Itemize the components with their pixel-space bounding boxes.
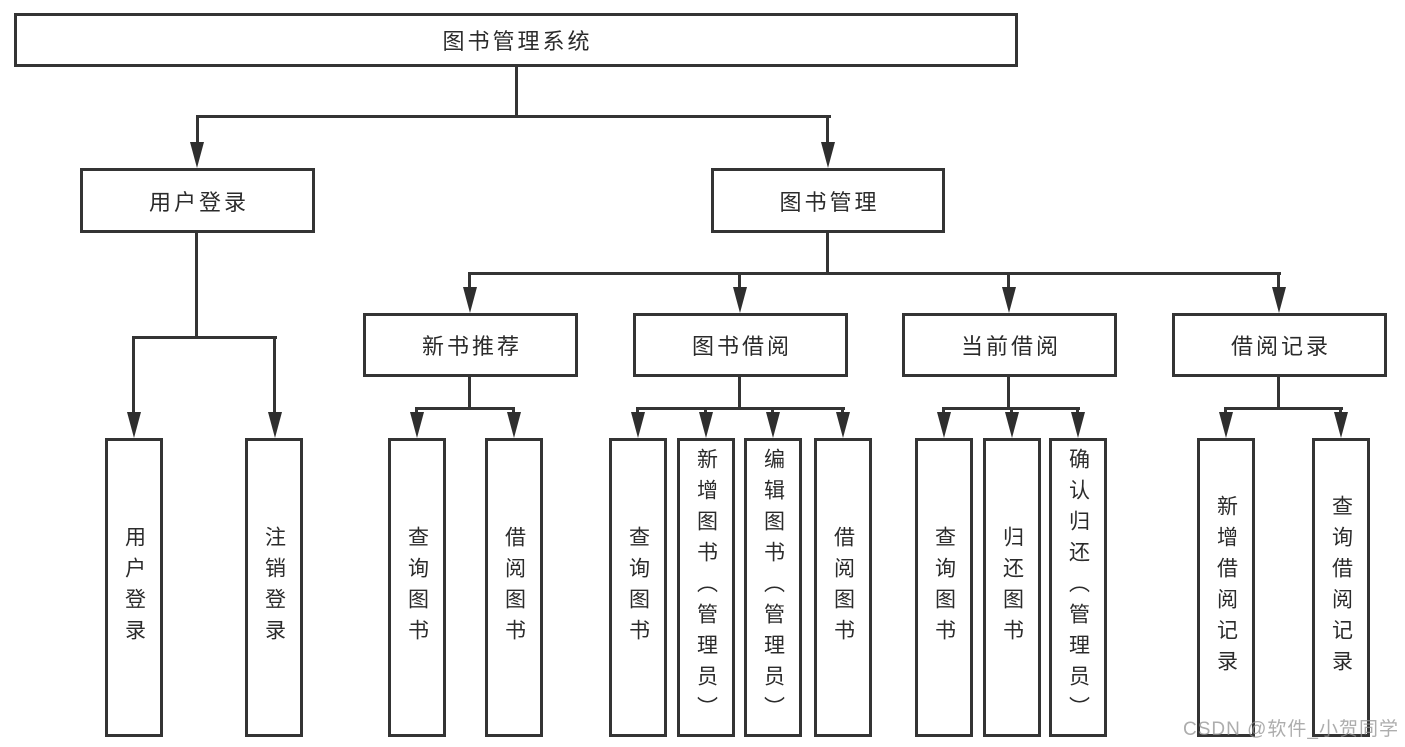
- leaf-recommend-query-books: 查询图书: [388, 438, 446, 737]
- connector-line: [826, 233, 829, 274]
- arrow-down: [268, 412, 282, 438]
- connector-line: [195, 233, 198, 338]
- node-new-book-recommendation: 新书推荐: [363, 313, 578, 377]
- connector-line: [1277, 272, 1280, 289]
- connector-line: [1076, 407, 1079, 415]
- arrow-down: [1334, 412, 1348, 438]
- connector-line: [512, 407, 515, 415]
- connector-line: [636, 407, 845, 410]
- connector-line: [1010, 407, 1013, 415]
- arrow-down: [1005, 412, 1019, 438]
- leaf-recommend-borrow-books: 借阅图书: [485, 438, 543, 737]
- arrow-down: [1272, 287, 1286, 313]
- node-book-management-branch: 图书管理: [711, 168, 945, 233]
- arrow-down: [821, 142, 835, 168]
- arrow-down: [1071, 412, 1085, 438]
- leaf-confirm-return-admin: 确认归还（管理员）: [1049, 438, 1107, 737]
- connector-line: [196, 115, 199, 144]
- connector-line: [1277, 377, 1280, 409]
- arrow-down: [410, 412, 424, 438]
- connector-line: [468, 272, 471, 289]
- connector-line: [1339, 407, 1342, 415]
- leaf-borrowing-query-books: 查询图书: [609, 438, 667, 737]
- connector-line: [826, 115, 829, 144]
- arrow-down: [836, 412, 850, 438]
- node-library-management-system: 图书管理系统: [14, 13, 1018, 67]
- leaf-user-login: 用户登录: [105, 438, 163, 737]
- leaf-logout: 注销登录: [245, 438, 303, 737]
- arrow-down: [937, 412, 951, 438]
- arrow-down: [699, 412, 713, 438]
- connector-line: [1224, 407, 1227, 415]
- arrow-down: [190, 142, 204, 168]
- connector-line: [1007, 377, 1010, 409]
- connector-line: [738, 377, 741, 409]
- arrow-down: [733, 287, 747, 313]
- leaf-add-borrow-record: 新增借阅记录: [1197, 438, 1255, 737]
- arrow-down: [631, 412, 645, 438]
- connector-line: [771, 407, 774, 415]
- leaf-add-books-admin: 新增图书（管理员）: [677, 438, 735, 737]
- arrow-down: [766, 412, 780, 438]
- csdn-watermark: CSDN @软件_小贺同学: [1183, 719, 1399, 740]
- connector-line: [132, 336, 135, 414]
- connector-line: [415, 407, 418, 415]
- connector-line: [942, 407, 945, 415]
- connector-line: [704, 407, 707, 415]
- node-user-login-branch: 用户登录: [80, 168, 315, 233]
- connector-line: [468, 272, 1281, 275]
- leaf-borrow-books: 借阅图书: [814, 438, 872, 737]
- connector-line: [515, 67, 518, 117]
- connector-line: [1224, 407, 1343, 410]
- node-current-borrowing: 当前借阅: [902, 313, 1117, 377]
- node-book-borrowing: 图书借阅: [633, 313, 848, 377]
- connector-line: [132, 336, 277, 339]
- leaf-query-borrow-record: 查询借阅记录: [1312, 438, 1370, 737]
- arrow-down: [1219, 412, 1233, 438]
- node-borrowing-records: 借阅记录: [1172, 313, 1387, 377]
- arrow-down: [507, 412, 521, 438]
- connector-line: [738, 272, 741, 289]
- connector-line: [468, 377, 471, 409]
- connector-line: [415, 407, 515, 410]
- connector-line: [1007, 272, 1010, 289]
- arrow-down: [463, 287, 477, 313]
- leaf-return-books: 归还图书: [983, 438, 1041, 737]
- arrow-down: [127, 412, 141, 438]
- connector-line: [196, 115, 831, 118]
- arrow-down: [1002, 287, 1016, 313]
- connector-line: [273, 336, 276, 414]
- connector-line: [636, 407, 639, 415]
- connector-line: [841, 407, 844, 415]
- leaf-edit-books-admin: 编辑图书（管理员）: [744, 438, 802, 737]
- leaf-current-query-books: 查询图书: [915, 438, 973, 737]
